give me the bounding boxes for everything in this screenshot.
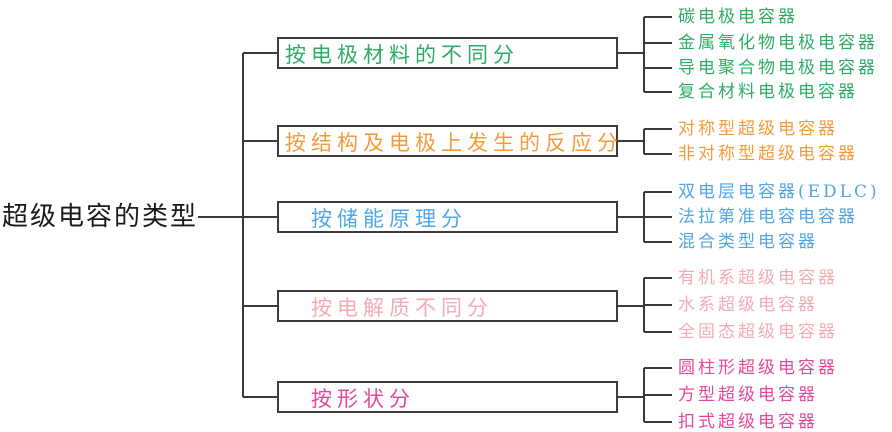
leaf-all-solid-state: 全固态超级电容器	[678, 322, 838, 342]
leaf-carbon-electrode: 碳电极电容器	[678, 7, 798, 27]
leaf-faradaic-pseudocapacitor: 法拉第准电容电容器	[678, 207, 858, 227]
leaf-composite-electrode: 复合材料电极电容器	[678, 82, 858, 102]
leaf-organic-electrolyte: 有机系超级电容器	[678, 268, 838, 288]
leaf-prismatic: 方型超级电容器	[678, 385, 818, 405]
branch-box-energy-storage: 按储能原理分	[277, 201, 618, 233]
leaf-aqueous-electrolyte: 水系超级电容器	[678, 295, 818, 315]
branch-fan	[618, 191, 672, 243]
leaf-edlc: 双电层电容器(EDLC)	[678, 182, 880, 202]
leaf-symmetric: 对称型超级电容器	[678, 119, 838, 139]
branch-box-shape: 按形状分	[277, 381, 618, 413]
leaf-asymmetric: 非对称型超级电容器	[678, 144, 858, 164]
leaf-cylindrical: 圆柱形超级电容器	[678, 358, 838, 378]
leaf-coin-type: 扣式超级电容器	[678, 412, 818, 432]
branch-fan	[618, 128, 672, 155]
leaf-metal-oxide-electrode: 金属氧化物电极电容器	[678, 33, 878, 53]
leaf-conductive-polymer-electrode: 导电聚合物电极电容器	[678, 58, 878, 78]
branch-fan	[618, 16, 672, 93]
branch-fan	[618, 367, 672, 423]
branch-box-structure-reaction: 按结构及电极上发生的反应分	[277, 125, 618, 157]
leaf-hybrid-type: 混合类型电容器	[678, 232, 818, 252]
branch-box-electrolyte: 按电解质不同分	[277, 290, 618, 322]
root-label: 超级电容的类型	[2, 202, 199, 232]
branch-box-electrode-material: 按电极材料的不同分	[277, 37, 618, 69]
branch-fan	[618, 277, 672, 333]
